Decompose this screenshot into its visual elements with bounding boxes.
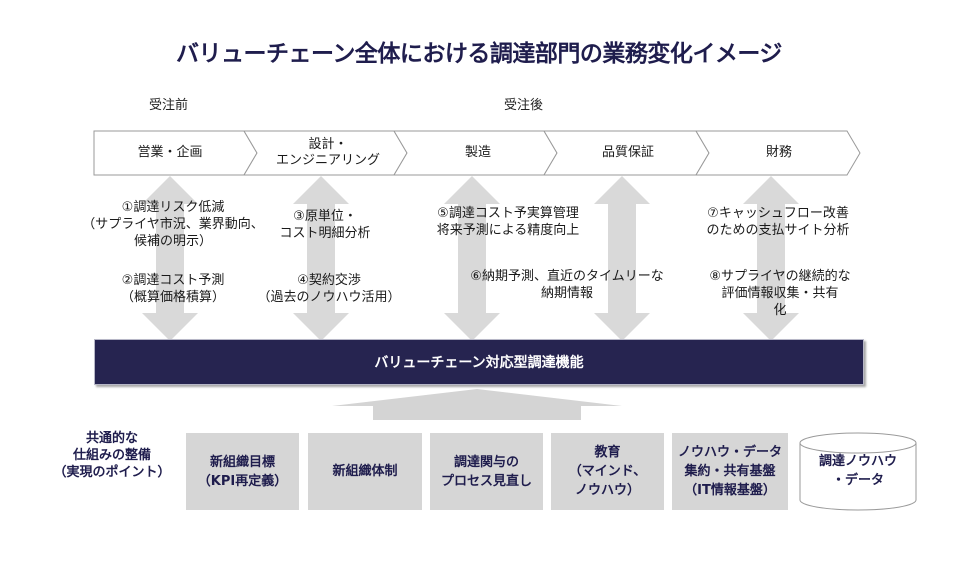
page-title: バリューチェーン全体における調達部門の業務変化イメージ [176,41,782,67]
item-supplier-evaluation: ⑧サプライヤの継続的な 評価情報収集・共有 化 [709,269,851,318]
box-education: 教育 （マインド、 ノウハウ） [551,433,664,510]
box-new-org-goals-text: 新組織目標 （KPI再定義） [197,454,288,489]
chevron-text-quality: 品質保証 [601,145,654,160]
item-unit-cost-analysis: ③原単位・ コスト明細分析 [279,209,371,241]
box-education-text: 教育 （マインド、 ノウハウ） [568,445,647,498]
double-arrow-icon-5 [743,176,799,341]
database-label: 調達ノウハウ ・データ [818,454,897,488]
chevron-text-finance: 財務 [765,145,792,160]
chevron-label-quality: 品質保証 [558,131,698,175]
box-process-review: 調達関与の プロセス見直し [430,433,543,510]
item-budget-management: ⑤調達コスト予実算管理 将来予測による精度向上 [436,206,580,238]
double-arrow-icon-4 [594,176,650,341]
item-delivery-forecast: ⑥納期予測、直近のタイムリーな 納期情報 [470,269,664,301]
box-process-review-text: 調達関与の プロセス見直し [440,454,532,489]
box-new-org-structure: 新組織体制 [308,433,422,510]
double-arrow-icon-3 [444,176,500,341]
database-cylinder-icon [799,432,917,511]
phase-before-order: 受注前 [149,98,189,113]
item-cost-forecast: ②調達コスト予測 （概算価格積算） [120,273,225,305]
item-cashflow: ⑦キャッシュフロー改善 のための支払サイト分析 [706,206,850,238]
chevron-text-design: 設計・ エンジニアリング [275,137,380,168]
box-knowledge-data-platform-text: ノウハウ・データ 集約・共有基盤 （IT情報基盤） [677,445,782,498]
upward-arrow-icon [332,389,622,420]
chevron-label-finance: 財務 [710,131,848,175]
item-procurement-risk: ①調達リスク低減 （サプライヤ市況、業界動向、 候補の明示） [82,200,264,249]
chevron-text-sales-planning: 営業・企画 [137,145,203,160]
common-foundation-label: 共通的な 仕組みの整備 （実現のポイント） [53,431,171,480]
chevron-label-design: 設計・ エンジニアリング [258,131,398,175]
box-new-org-goals: 新組織目標 （KPI再定義） [186,433,299,510]
double-arrow-icon-1 [142,176,198,341]
chevron-finance [695,130,861,176]
value-chain-procurement-function-bar: バリューチェーン対応型調達機能 [94,339,864,385]
double-arrow-icon-2 [293,176,349,341]
chevron-label-manufacturing: 製造 [408,131,548,175]
item-contract-negotiation: ④契約交渉 （過去のノウハウ活用） [257,273,401,305]
box-knowledge-data-platform: ノウハウ・データ 集約・共有基盤 （IT情報基盤） [672,433,788,510]
double-arrows [142,176,799,341]
box-new-org-structure-text: 新組織体制 [332,464,398,479]
value-chain-chevrons [93,130,861,176]
chevron-text-manufacturing: 製造 [464,145,491,160]
chevron-label-sales-planning: 営業・企画 [94,131,246,175]
phase-after-order: 受注後 [504,98,544,113]
